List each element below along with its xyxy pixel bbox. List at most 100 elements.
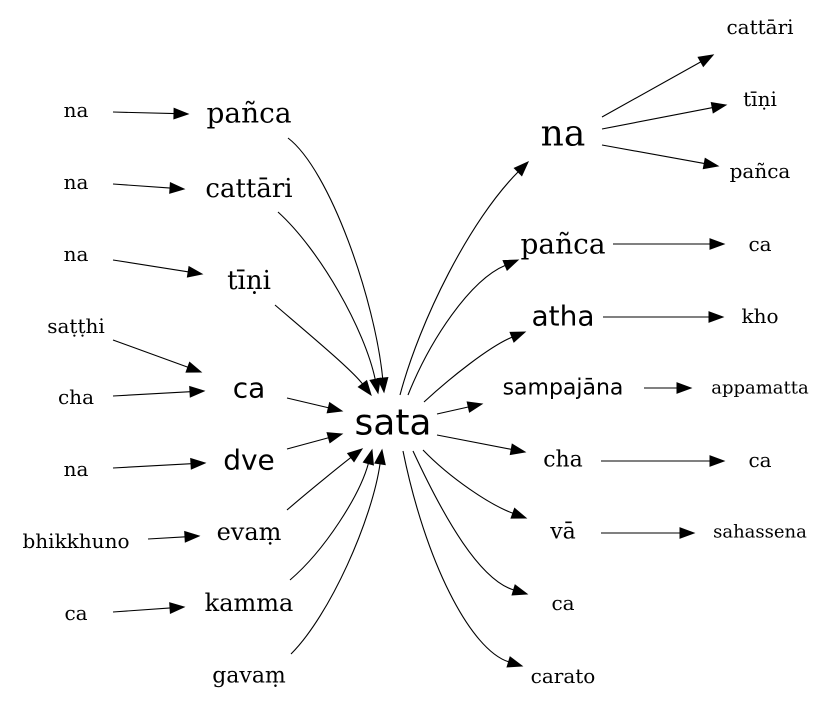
arrowhead — [169, 182, 186, 194]
arrowhead — [506, 656, 524, 668]
node-f8: sahassena — [713, 522, 807, 543]
edge-line — [287, 137, 384, 379]
edge-r5-to-f7 — [601, 455, 726, 467]
edge-l4-to-sata — [286, 397, 344, 414]
edge-sata-to-r6 — [422, 449, 528, 519]
edge-l2-to-sata — [277, 211, 381, 395]
node-f4: ca — [748, 232, 771, 256]
edge-line — [412, 450, 515, 591]
node-l7: kamma — [205, 589, 294, 617]
edge-sata-to-r7 — [412, 450, 529, 596]
node-pre7: bhikkhuno — [22, 529, 129, 553]
arrowhead — [346, 448, 364, 463]
node-pre1: na — [64, 98, 89, 122]
arrowhead — [708, 311, 725, 323]
node-l4: ca — [233, 372, 266, 405]
edge-l6-to-sata — [286, 448, 364, 511]
edge-r2-to-f4 — [613, 238, 726, 250]
edge-line — [112, 463, 192, 469]
arrowhead — [169, 602, 186, 614]
node-pre4: saṭṭhi — [47, 314, 105, 338]
arrowhead — [357, 379, 372, 397]
edge-line — [601, 144, 705, 165]
node-pre3: na — [64, 242, 89, 266]
edge-line — [112, 391, 191, 397]
arrowhead — [709, 238, 726, 250]
node-f6: appamatta — [711, 378, 809, 399]
node-pre6: na — [64, 457, 89, 481]
node-l5: dve — [223, 444, 275, 477]
edge-l1-to-sata — [287, 137, 389, 394]
node-l8: gavaṃ — [212, 664, 286, 689]
arrowhead — [697, 54, 715, 68]
edge-line — [277, 211, 376, 380]
node-r3: atha — [531, 300, 594, 333]
node-f7: ca — [748, 448, 771, 472]
edge-l3-to-sata — [274, 304, 372, 397]
arrowhead — [362, 448, 374, 466]
node-pre8: ca — [64, 601, 87, 625]
arrowhead — [710, 101, 728, 114]
arrowhead — [185, 361, 203, 373]
edge-r6-to-f8 — [601, 527, 696, 539]
edge-line — [147, 536, 186, 540]
arrowhead — [679, 527, 696, 539]
edge-pre1-to-l1 — [112, 107, 190, 120]
edge-pre2-to-l2 — [112, 182, 186, 194]
edge-line — [286, 397, 330, 409]
edge-pre3-to-l3 — [112, 259, 204, 278]
edge-line — [601, 61, 702, 118]
edge-pre6-to-l5 — [112, 457, 207, 470]
node-l2: cattāri — [205, 174, 292, 204]
edge-line — [436, 434, 512, 450]
arrowhead — [374, 448, 386, 466]
node-r6: vā — [549, 520, 576, 545]
arrowhead — [326, 432, 344, 444]
node-l6: evaṃ — [217, 518, 282, 546]
edge-line — [286, 456, 352, 511]
node-sata: sata — [355, 403, 432, 444]
edge-r1-to-f3 — [601, 144, 720, 170]
edge-line — [290, 463, 381, 655]
edge-line — [601, 107, 713, 130]
arrowhead — [184, 530, 201, 543]
edge-r1-to-f1 — [601, 54, 715, 118]
arrowhead — [190, 457, 207, 470]
edge-pre8-to-l7 — [112, 602, 186, 614]
edge-pre4-to-l4 — [112, 339, 203, 373]
edge-line — [112, 183, 171, 189]
edge-l7-to-sata — [289, 448, 374, 581]
node-f3: pañca — [730, 159, 791, 183]
edge-sata-to-r8 — [402, 450, 524, 668]
edge-line — [289, 462, 370, 581]
edge-line — [423, 336, 513, 403]
node-f5: kho — [741, 304, 778, 328]
edge-r3-to-f5 — [603, 311, 725, 323]
edge-l8-to-sata — [290, 448, 386, 655]
edge-sata-to-r5 — [436, 434, 527, 456]
arrowhead — [502, 259, 520, 272]
edge-line — [436, 406, 469, 415]
node-pre2: na — [64, 170, 89, 194]
arrowhead — [186, 265, 204, 278]
edge-sata-to-r4 — [436, 401, 484, 415]
node-r8: carato — [531, 664, 596, 688]
node-r1: na — [541, 114, 586, 155]
edge-line — [407, 264, 506, 396]
arrowhead — [369, 377, 381, 395]
edge-l5-to-sata — [286, 432, 344, 450]
edge-line — [274, 304, 364, 385]
node-r5: cha — [543, 448, 583, 473]
edge-sata-to-r3 — [423, 331, 527, 403]
edge-line — [112, 111, 175, 115]
arrowhead — [510, 507, 528, 519]
edge-pre5-to-l4 — [112, 385, 206, 398]
edge-line — [112, 607, 171, 613]
edge-line — [422, 449, 514, 514]
edge-sata-to-r1 — [399, 160, 530, 396]
node-layer: sata na na na saṭṭhi cha na bhikkhuno ca pañca cat… — [22, 15, 809, 689]
arrowhead — [702, 157, 720, 170]
arrowhead — [509, 331, 527, 343]
arrowhead — [513, 160, 530, 177]
